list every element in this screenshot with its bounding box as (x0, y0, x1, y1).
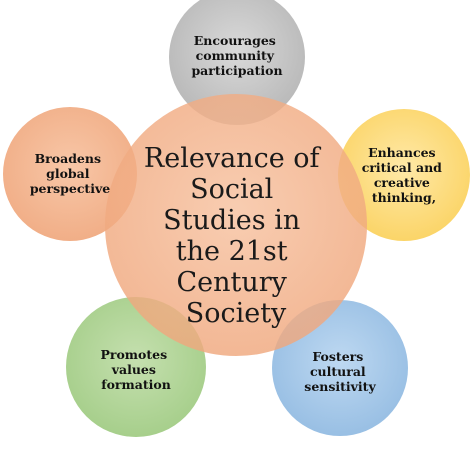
node-left-label: Broadens global perspective (30, 151, 110, 196)
node-top: Encourages community participation (169, 0, 305, 125)
node-bottom-left-label: Promotes values formation (100, 347, 171, 392)
center-circle (105, 94, 367, 356)
node-right-circle (338, 109, 470, 241)
node-right (338, 109, 470, 241)
node-top-label: Encourages community participation (191, 33, 282, 78)
node-top-circle (169, 0, 305, 125)
node-bottom-right-label: Fosters cultural sensitivity (304, 349, 376, 394)
node-left: Broadens global perspective (3, 107, 137, 241)
center-node: Relevance of Social Studies in the 21st … (105, 94, 367, 356)
node-right-label: Enhances critical and creative thinking, (362, 145, 447, 205)
node-left-circle (3, 107, 137, 241)
center-title: Relevance of Social Studies in the 21st … (144, 143, 328, 329)
